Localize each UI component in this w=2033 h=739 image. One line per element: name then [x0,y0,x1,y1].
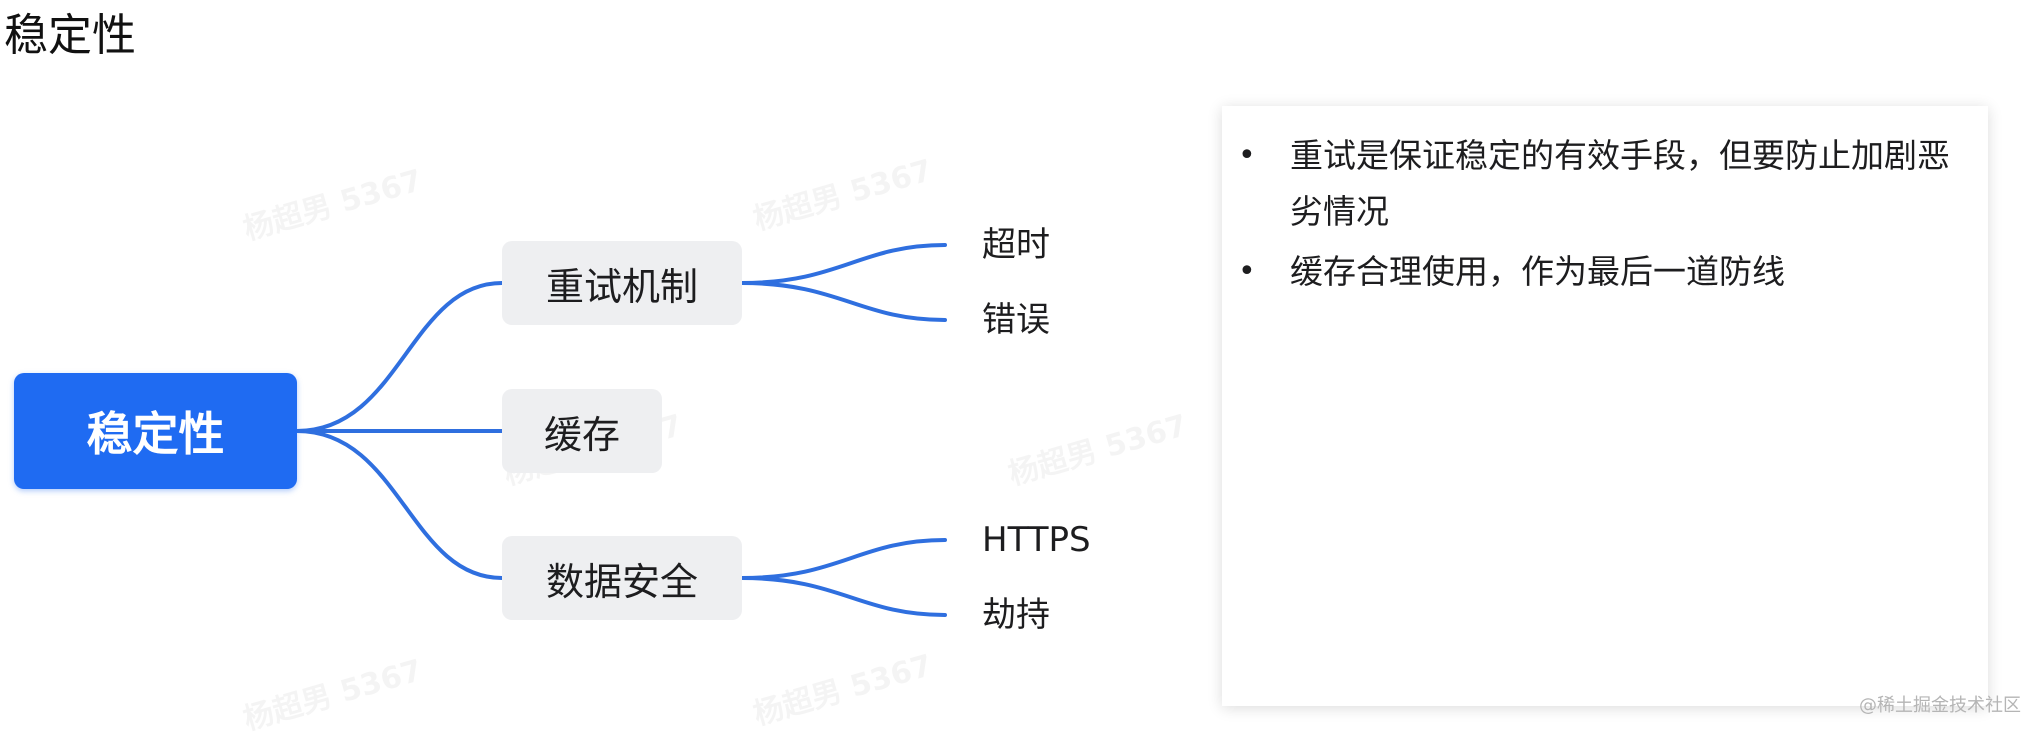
link-retry-timeout [740,243,947,285]
notes-item-text: 重试是保证稳定的有效手段，但要防止加剧恶劣情况 [1290,136,1950,231]
page-title: 稳定性 [4,10,136,61]
leaf-timeout[interactable]: 超时 [982,225,1050,265]
leaf-https[interactable]: HTTPS [982,520,1091,560]
mindmap-root-node[interactable]: 稳定性 [14,373,297,489]
leaf-hijack[interactable]: 劫持 [982,595,1050,635]
branch-node-retry[interactable]: 重试机制 [502,241,742,325]
link-security-https [740,538,947,580]
notes-item-text: 缓存合理使用，作为最后一道防线 [1290,252,1785,291]
branch-node-cache[interactable]: 缓存 [502,389,662,473]
branch-node-data-security[interactable]: 数据安全 [502,536,742,620]
link-security-hijack [740,576,947,617]
link-root-security [295,429,504,580]
bullet-icon: • [1238,254,1256,289]
mindmap-links [295,243,947,617]
notes-item: • 重试是保证稳定的有效手段，但要防止加剧恶劣情况 [1222,128,1988,240]
notes-panel: • 重试是保证稳定的有效手段，但要防止加剧恶劣情况 • 缓存合理使用，作为最后一… [1222,106,1988,706]
link-root-retry [295,281,504,433]
notes-list: • 重试是保证稳定的有效手段，但要防止加剧恶劣情况 • 缓存合理使用，作为最后一… [1222,106,1988,300]
notes-item: • 缓存合理使用，作为最后一道防线 [1222,244,1988,300]
leaf-error[interactable]: 错误 [982,300,1050,340]
footer-credit: @稀土掘金技术社区 [1859,695,2021,716]
bullet-icon: • [1238,138,1256,173]
link-retry-error [740,281,947,322]
